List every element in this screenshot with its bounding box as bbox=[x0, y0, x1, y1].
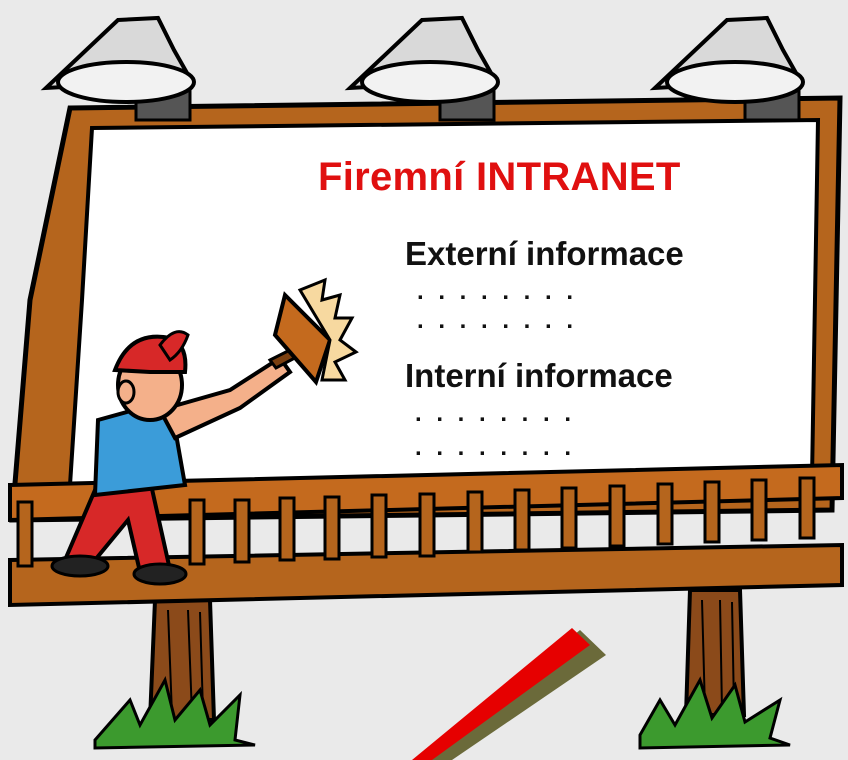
external-info-heading: Externí informace bbox=[405, 235, 684, 272]
railing bbox=[16, 476, 816, 568]
internal-info-placeholder: . . . . . . . . bbox=[415, 400, 576, 427]
grass-icon bbox=[93, 675, 791, 750]
painter-worker-icon bbox=[50, 330, 293, 586]
external-info-placeholder: . . . . . . . . bbox=[417, 307, 578, 334]
paste-brush-icon bbox=[267, 277, 359, 386]
billboard-title: Firemní INTRANET bbox=[318, 155, 681, 199]
internal-info-heading: Interní informace bbox=[405, 357, 673, 394]
spotlight-lamp-icon bbox=[40, 15, 805, 122]
red-pen-stroke-icon bbox=[412, 628, 606, 760]
internal-info-placeholder: . . . . . . . . bbox=[415, 434, 576, 461]
external-info-placeholder: . . . . . . . . bbox=[417, 278, 578, 305]
